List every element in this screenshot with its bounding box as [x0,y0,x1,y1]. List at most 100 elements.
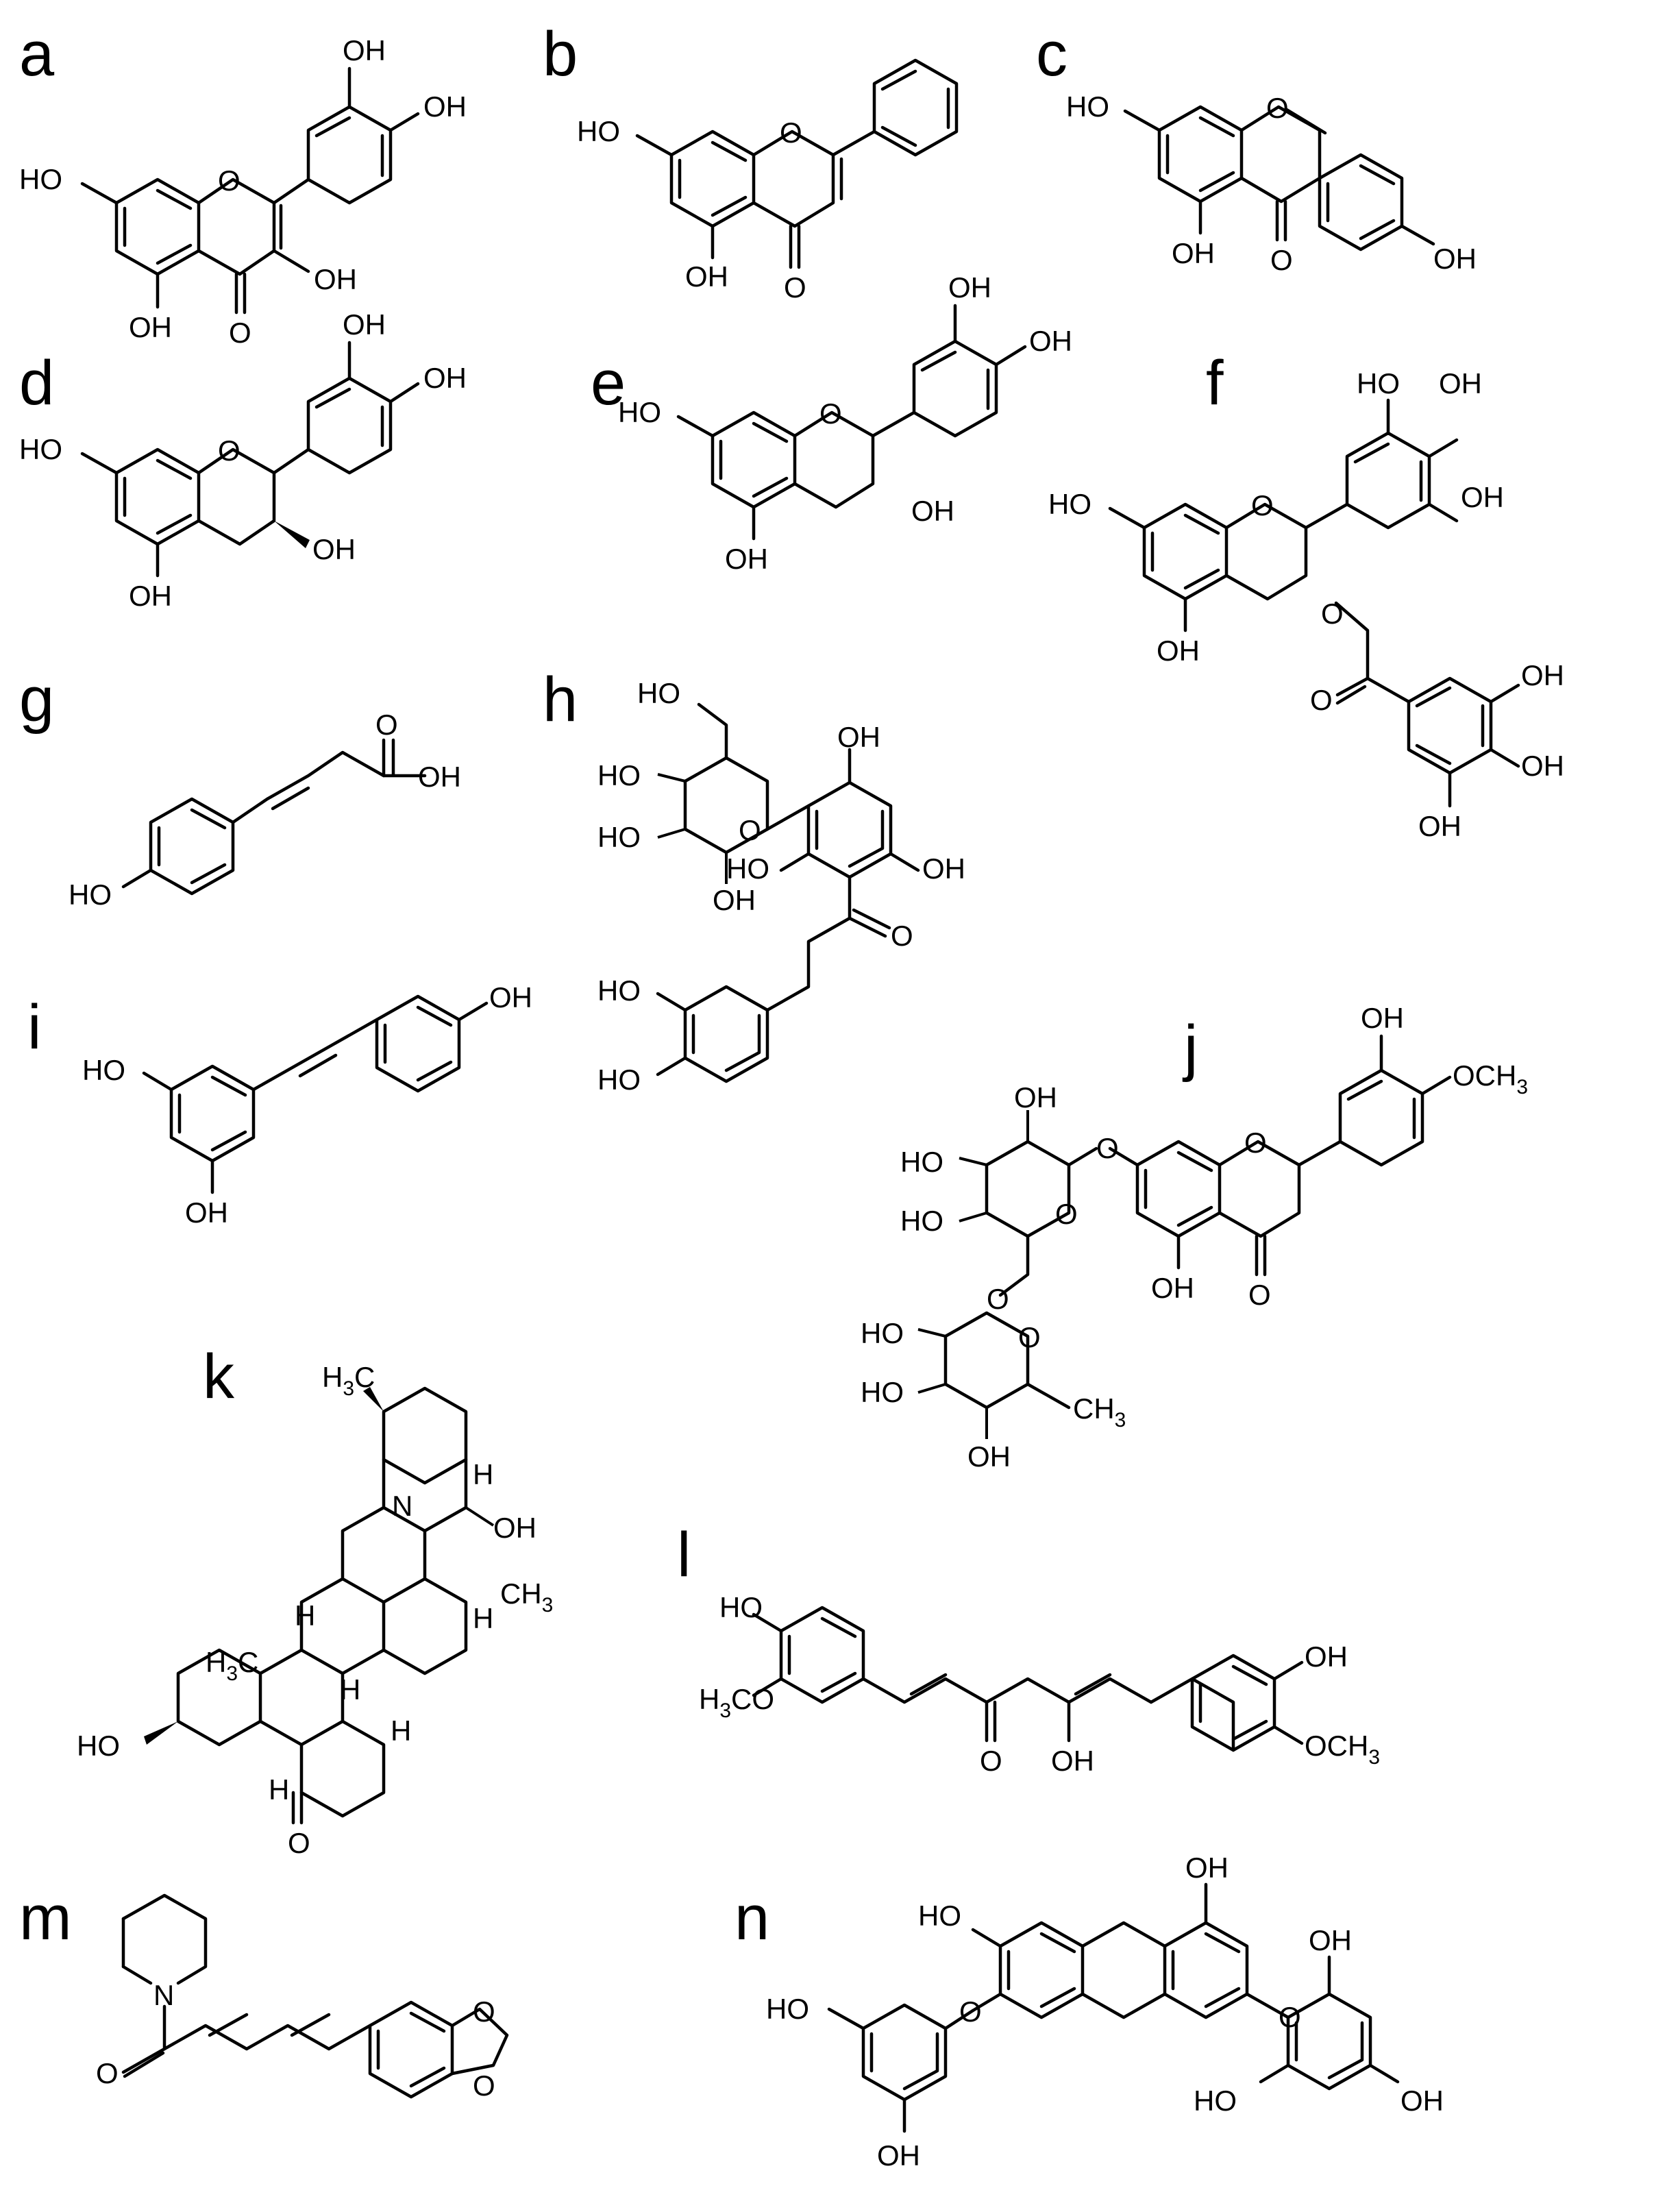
atom-H: H [473,1602,493,1634]
atom-HO: HO [597,1064,641,1096]
atom-O: O [1310,684,1333,716]
structure-b: O O HO OH [577,58,959,304]
atom-O: O [1096,1132,1119,1164]
subscript-3: 3 [343,1377,354,1400]
atom-O: O [891,920,913,952]
atom-O: O [218,434,240,467]
structure-m: N O O O [96,1893,509,2102]
atom-OH: OH [1029,325,1072,357]
panel-label-n: n [735,1883,769,1953]
atom-OH: OH [948,271,991,304]
atom-C: C [354,1361,375,1393]
subscript-3: 3 [1516,1076,1528,1098]
atom-OH: OH [1521,659,1564,691]
atom-O: O [784,271,806,304]
atom-O: O [218,164,240,197]
atom-O: O [1251,489,1274,521]
atom-H3C: H [322,1361,343,1393]
atom-OH: OH [1305,1640,1348,1673]
atom-HO: HO [597,974,641,1007]
atom-OH: OH [423,362,467,394]
atom-OH: OH [1151,1272,1194,1304]
svg-text:OCH3: OCH3 [1453,1059,1528,1098]
atom-H: H [391,1715,411,1747]
panel-label-d: d [19,348,54,418]
atom-OH: OH [1400,2085,1444,2117]
atom-CH3: CH [1073,1392,1115,1425]
structure-h: O HO HO HO OH OH OH HO O HO HO [597,677,965,1096]
atom-O: O [473,2069,495,2102]
subscript-3: 3 [542,1594,554,1617]
atom-CO: CO [731,1683,774,1715]
structure-a: O O HO OH OH OH OH [19,34,467,349]
atom-HO: HO [1048,488,1091,520]
structure-c: O O HO OH OH [1066,90,1477,276]
atom-HO: HO [918,1900,961,1932]
panel-label-e: e [591,348,626,418]
atom-OH: OH [1014,1081,1057,1114]
atom-H: H [340,1673,360,1706]
atom-OH: OH [314,263,357,295]
panel-label-i: i [27,992,41,1062]
subscript-3: 3 [1115,1409,1126,1431]
atom-OH: OH [129,311,172,343]
atom-O: O [780,116,802,149]
panel-label-f: f [1206,348,1224,418]
svg-text:H3CO: H3CO [699,1683,774,1722]
atom-HO: HO [597,821,641,853]
svg-text:H3C: H3C [322,1361,375,1400]
atom-OH: OH [185,1196,228,1229]
atom-HO: HO [19,163,62,195]
atom-O: O [739,814,761,846]
structure-i: HO OH OH [82,981,532,1229]
atom-O: O [959,1995,982,2028]
atom-O: O [987,1283,1009,1315]
atom-HO: HO [726,852,769,885]
atom-OH: OH [725,543,768,575]
subscript-3: 3 [719,1699,731,1722]
atom-H: H [295,1599,315,1632]
panel-label-l: l [677,1520,691,1590]
atom-HO: HO [618,396,661,428]
atom-HO: HO [82,1054,125,1086]
atom-H: H [269,1773,289,1806]
atom-OH: OH [1433,243,1477,275]
atom-O: O [1266,92,1289,124]
atom-OH: OH [1361,1002,1404,1034]
structure-e: O HO OH OH OH OH [618,271,1072,575]
atom-HO: HO [77,1730,120,1762]
atom-O: O [1248,1279,1271,1311]
atom-O: O [229,317,251,349]
atom-O: O [1244,1127,1267,1159]
atom-O: O [980,1745,1002,1777]
atom-OH: OH [1157,635,1200,667]
atom-OH: OH [1051,1745,1094,1777]
atom-OH: OH [1172,237,1215,269]
atom-OH: OH [922,852,965,885]
atom-OH: OH [1309,1924,1352,1956]
atom-H3C: H [699,1683,719,1715]
atom-OH: OH [1418,810,1461,842]
atom-OH: OH [1461,481,1504,513]
atom-O: O [375,709,398,741]
atom-OH: OH [489,981,532,1013]
panel-label-k: k [203,1342,235,1412]
atom-HO: HO [577,115,620,147]
atom-OH: OH [1185,1852,1229,1884]
svg-text:H3C: H3C [206,1646,258,1685]
atom-HO: HO [1194,2085,1237,2117]
atom-OH: OH [911,495,954,527]
panel-label-m: m [19,1883,72,1953]
atom-OH: OH [418,761,461,793]
atom-OH: OH [343,34,386,66]
atom-OH: OH [837,721,880,753]
atom-OH: OH [1521,750,1564,782]
atom-OH: OH [685,260,728,293]
atom-HO: HO [900,1146,943,1178]
atom-CH3: CH [500,1577,542,1610]
subscript-3: 3 [1368,1746,1380,1769]
atom-OH: OH [129,580,172,612]
atom-H3C: H [206,1646,226,1678]
atom-OH: OH [967,1440,1011,1473]
